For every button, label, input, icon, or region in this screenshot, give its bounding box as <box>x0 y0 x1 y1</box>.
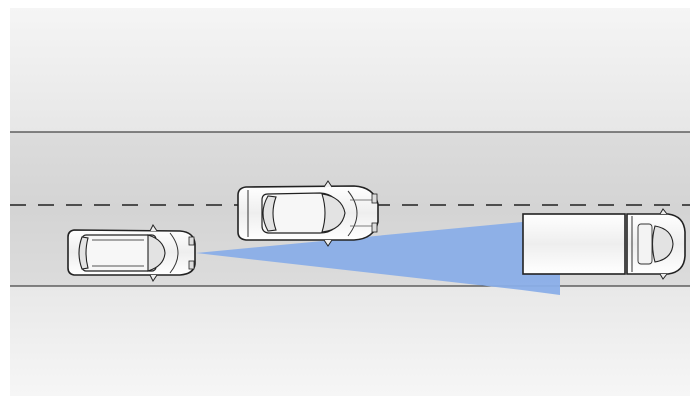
overtaking-car <box>237 180 379 247</box>
upper-verge <box>10 8 690 132</box>
sensor-beam <box>196 220 560 295</box>
truck <box>522 208 686 280</box>
lower-verge <box>10 286 690 396</box>
ego-car <box>67 224 196 282</box>
truck-cargo-box <box>522 213 626 275</box>
